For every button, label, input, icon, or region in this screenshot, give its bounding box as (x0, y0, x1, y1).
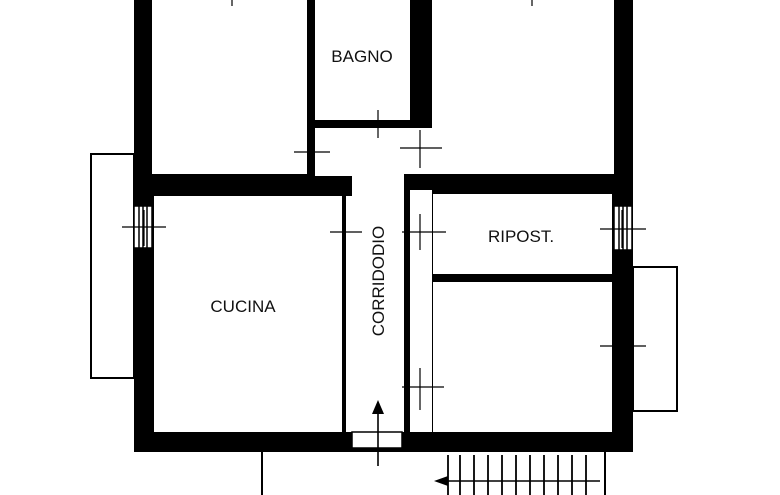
room-top-right (432, 0, 614, 174)
room-corridor (352, 128, 404, 432)
door-marker-icon (122, 0, 646, 410)
door-gap-left (346, 196, 352, 432)
room-bottom-right (433, 282, 612, 432)
room-bagno (315, 0, 410, 120)
room-ripost (433, 194, 612, 274)
room-top-left (152, 0, 307, 174)
entrance-arrow-icon (372, 400, 384, 466)
window-marker-icon (613, 205, 633, 251)
balcony-left (90, 153, 135, 379)
balcony-right (632, 266, 678, 412)
room-label-cucina: CUCINA (210, 297, 276, 316)
room-label-corridodio: CORRIDODIO (369, 226, 388, 337)
corridor-connector-right (404, 128, 432, 174)
staircase (447, 455, 587, 495)
stair-arrow-icon (434, 476, 600, 486)
room-cucina (154, 196, 342, 432)
door-gap-right (410, 190, 432, 432)
entrance-step (351, 431, 403, 449)
room-label-ripost: RIPOST. (488, 227, 554, 246)
room-label-bagno: BAGNO (331, 47, 392, 66)
